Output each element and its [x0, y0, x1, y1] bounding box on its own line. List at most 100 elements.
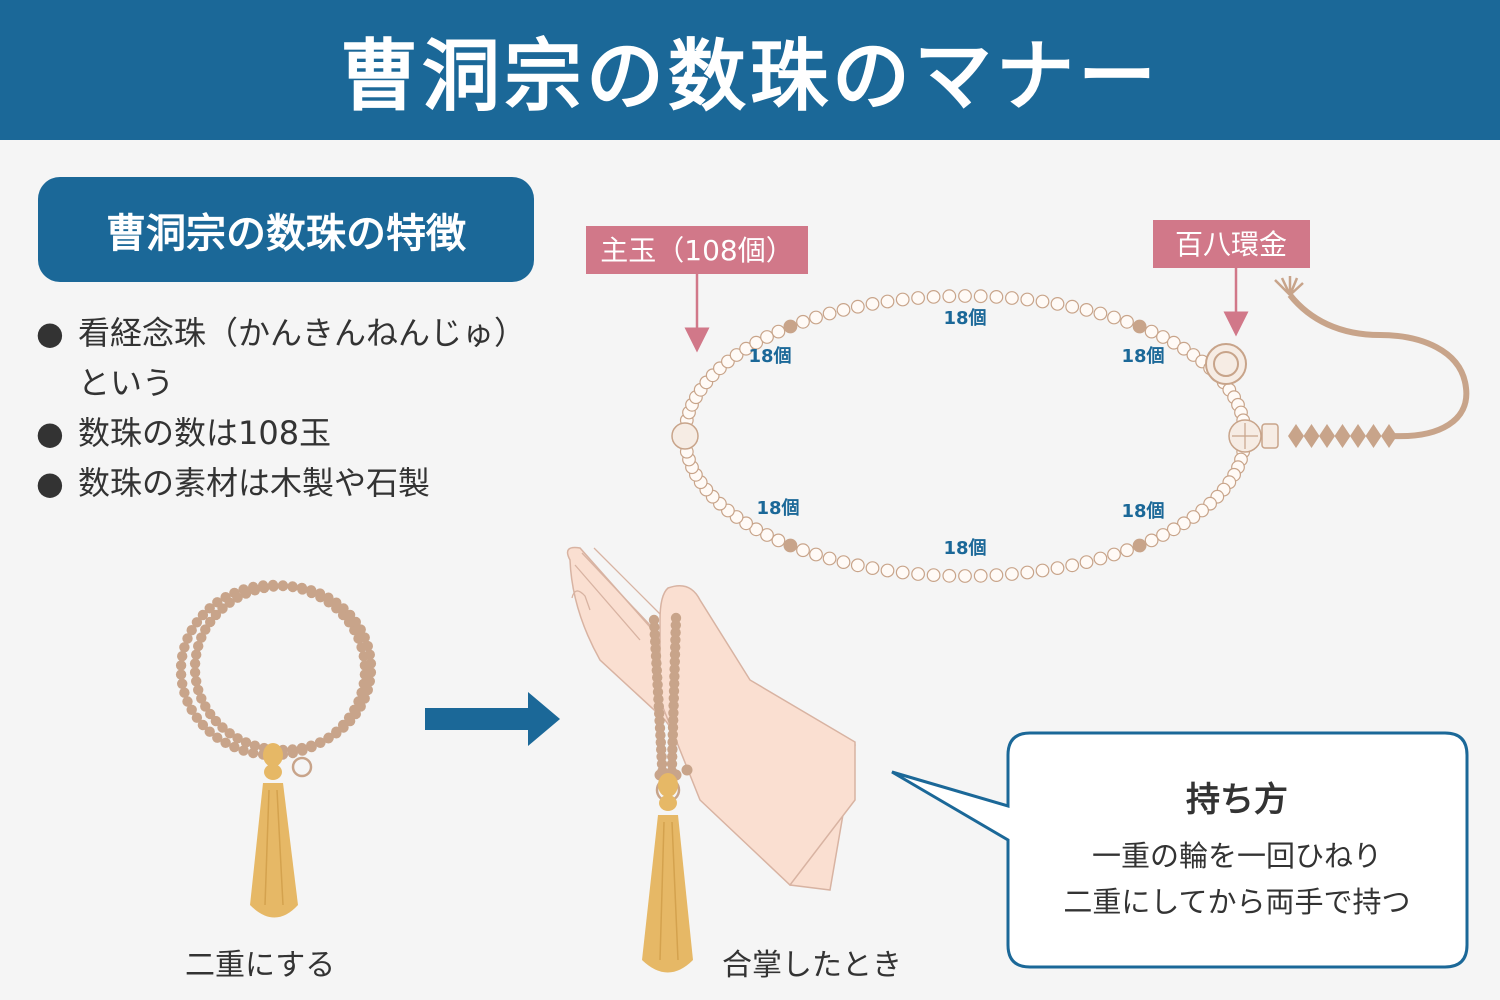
page-title: 曹洞宗の数珠のマナー — [339, 32, 1160, 122]
bead — [355, 701, 366, 712]
holding-line: 二重にしてから両手で持つ — [1063, 885, 1411, 919]
bead — [668, 693, 679, 704]
bead — [362, 640, 373, 652]
tassel-bead — [1334, 424, 1351, 448]
bead — [323, 592, 334, 603]
bead — [229, 741, 240, 753]
main-bead — [771, 324, 786, 339]
main-bead — [1065, 558, 1080, 573]
main-bead — [1186, 510, 1201, 524]
bead — [338, 722, 349, 733]
bead — [670, 620, 681, 631]
main-bead — [880, 294, 895, 309]
main-bead — [958, 289, 972, 303]
feature-item: 数珠の数は108玉 — [36, 408, 526, 458]
bead — [179, 687, 190, 698]
tassel-bead — [1319, 424, 1335, 448]
bead — [667, 751, 678, 762]
bead — [364, 676, 375, 687]
holding-line: 一重の輪を一回ひねり — [1091, 839, 1382, 873]
bead — [277, 580, 289, 592]
bead — [670, 627, 681, 638]
bead — [249, 740, 261, 751]
bead — [355, 624, 366, 635]
bead — [331, 597, 342, 608]
main-bead — [796, 314, 810, 329]
main-bead-ring — [679, 289, 1251, 583]
holding-speech-bubble — [891, 731, 1469, 969]
bead — [197, 719, 209, 731]
bead — [196, 693, 207, 704]
main-bead — [895, 565, 910, 580]
main-bead — [1005, 567, 1019, 581]
bead — [220, 737, 231, 748]
segment-count: 18個 — [1121, 501, 1164, 522]
bead — [350, 708, 361, 720]
main-bead — [1120, 543, 1134, 558]
main-bead — [1020, 565, 1035, 580]
main-bead — [865, 561, 880, 575]
spacer-bead — [1132, 319, 1147, 334]
main-bead — [1005, 291, 1019, 305]
bead — [205, 616, 216, 628]
bead — [196, 632, 207, 643]
bead — [362, 684, 373, 696]
praying-hands-illustration — [566, 546, 856, 973]
main-bead — [850, 558, 865, 573]
bead — [666, 758, 678, 770]
main-bead — [1079, 555, 1094, 569]
feature-list: 看経念珠（かんきんねんじゅ） という 数珠の数は108玉 数珠の素材は木製や石製 — [36, 308, 526, 508]
bead — [200, 624, 211, 635]
bead — [217, 603, 228, 614]
bead — [200, 701, 211, 712]
main-bead — [1035, 294, 1050, 309]
bead — [238, 745, 249, 756]
main-bead — [1065, 299, 1080, 314]
main-bead — [850, 299, 865, 314]
svg-text:百八環金: 百八環金 — [1175, 228, 1287, 261]
main-bead — [822, 306, 837, 321]
bead — [191, 649, 202, 660]
main-bead — [895, 292, 910, 307]
main-bead — [739, 516, 753, 531]
tassel-bead — [1350, 424, 1366, 448]
bead — [204, 603, 215, 614]
bead — [667, 729, 678, 740]
bead — [240, 588, 252, 599]
bead — [186, 625, 197, 636]
bead — [296, 582, 308, 594]
main-bead — [989, 568, 1004, 582]
bead — [175, 660, 187, 671]
bead — [359, 632, 370, 643]
bead — [175, 669, 187, 680]
bead — [189, 667, 201, 678]
spacer-bead — [1132, 538, 1147, 553]
bead — [189, 658, 201, 669]
main-bead — [1166, 522, 1181, 537]
segment-count: 18個 — [943, 538, 986, 559]
main-bead — [749, 335, 764, 350]
bead — [364, 649, 375, 660]
main-bead — [809, 310, 823, 325]
bead — [191, 617, 203, 628]
main-bead — [973, 568, 988, 583]
bead — [669, 671, 680, 682]
bead — [232, 592, 243, 603]
bead — [249, 585, 261, 596]
holding-instructions: 持ち方 一重の輪を一回ひねり 二重にしてから両手で持つ — [1008, 772, 1466, 925]
main-bead — [926, 290, 941, 304]
tassel-bead — [1288, 424, 1304, 448]
bead — [670, 612, 682, 624]
bead — [287, 744, 298, 755]
tassel-bead — [1365, 424, 1382, 448]
bead — [667, 722, 679, 733]
main-bead — [1093, 551, 1108, 566]
bead — [224, 597, 235, 608]
main-bead — [1176, 341, 1191, 356]
bead — [258, 582, 270, 594]
bead — [179, 642, 190, 653]
bead — [268, 581, 279, 592]
bead — [191, 712, 203, 723]
holding-title: 持ち方 — [1186, 780, 1288, 820]
